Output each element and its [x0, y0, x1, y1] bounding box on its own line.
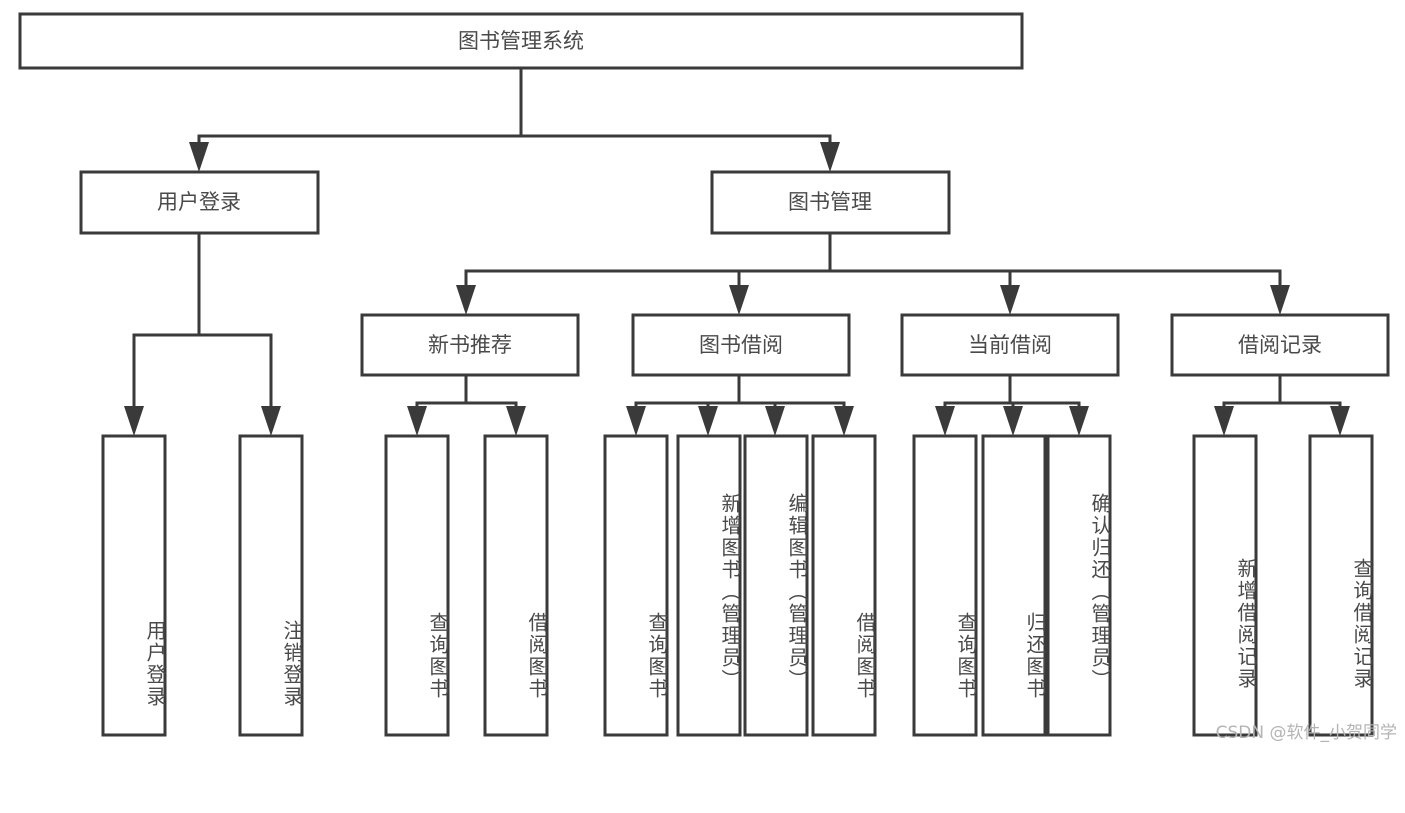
- leaf-query-book-2-box[interactable]: [603, 434, 669, 737]
- node-current-borrow-box[interactable]: [900, 313, 1120, 377]
- arrow-head-leaf-logout: [261, 406, 281, 436]
- leaf-confirm-return-box[interactable]: [1046, 434, 1112, 737]
- node-borrow-record-box[interactable]: [1170, 313, 1390, 377]
- node-new-book-label: 新书推荐: [428, 333, 512, 357]
- node-layer: 图书管理系统 用户登录 图书管理 新书推荐 图书借阅 当前借阅 借阅记录: [18, 12, 1390, 737]
- arrow-head-leaf-borrow-book-1: [506, 406, 526, 436]
- arrow-head-newbook: [456, 285, 476, 315]
- arrow-head-bookmanage: [820, 142, 840, 172]
- leaf-query-book-3-box[interactable]: [912, 434, 978, 737]
- node-current-borrow-label: 当前借阅: [968, 333, 1052, 357]
- arrow-head-leaf-user-login: [124, 406, 144, 436]
- arrow-head-bookborrow: [729, 285, 749, 315]
- node-root-title-label: 图书管理系统: [458, 29, 584, 53]
- arrow-head-currentborrow: [1000, 285, 1020, 315]
- leaf-return-book-box[interactable]: [981, 434, 1047, 737]
- arrow-head-leaf-query-record: [1330, 406, 1350, 436]
- node-book-borrow-label: 图书借阅: [699, 333, 783, 357]
- leaf-query-book-1-box[interactable]: [384, 434, 450, 737]
- node-book-manage-label: 图书管理: [788, 190, 872, 214]
- arrow-head-borrowrecord: [1270, 285, 1290, 315]
- connector-layer: [124, 66, 1350, 436]
- arrow-head-leaf-query-book-2: [626, 406, 646, 436]
- leaf-logout-box[interactable]: [238, 434, 304, 737]
- node-book-borrow-box[interactable]: [631, 313, 851, 377]
- leaf-edit-book-box[interactable]: [743, 434, 809, 737]
- leaf-user-login-box[interactable]: [101, 434, 167, 737]
- node-root-title-box[interactable]: [18, 12, 1024, 70]
- node-new-book-box[interactable]: [360, 313, 580, 377]
- leaf-borrow-book-2-box[interactable]: [811, 434, 877, 737]
- arrow-head-leaf-return-book: [1003, 406, 1023, 436]
- leaf-add-record-box[interactable]: [1192, 434, 1258, 737]
- diagram-canvas: 图书管理系统 用户登录 图书管理 新书推荐 图书借阅 当前借阅 借阅记录: [18, 12, 1390, 737]
- arrow-head-leaf-edit-book: [765, 406, 785, 436]
- node-user-login-box[interactable]: [79, 170, 320, 235]
- node-user-login-label: 用户登录: [157, 190, 241, 214]
- arrow-head-leaf-add-book: [698, 406, 718, 436]
- arrow-head-userlogin: [189, 142, 209, 172]
- arrow-head-leaf-query-book-1: [407, 406, 427, 436]
- arrow-head-leaf-confirm-return: [1069, 406, 1089, 436]
- watermark-text: CSDN @软件_小贺同学: [1215, 723, 1397, 743]
- leaf-query-record-box[interactable]: [1308, 434, 1374, 737]
- node-borrow-record-label: 借阅记录: [1238, 333, 1322, 357]
- arrow-head-leaf-add-record: [1214, 406, 1234, 436]
- leaf-borrow-book-1-box[interactable]: [483, 434, 549, 737]
- hierarchy-diagram: 图书管理系统 用户登录 图书管理 新书推荐 图书借阅 当前借阅 借阅记录: [18, 12, 1397, 743]
- arrow-head-leaf-query-book-3: [935, 406, 955, 436]
- arrow-head-leaf-borrow-book-2: [834, 406, 854, 436]
- leaf-add-book-box[interactable]: [676, 434, 742, 737]
- node-book-manage-box[interactable]: [710, 170, 951, 235]
